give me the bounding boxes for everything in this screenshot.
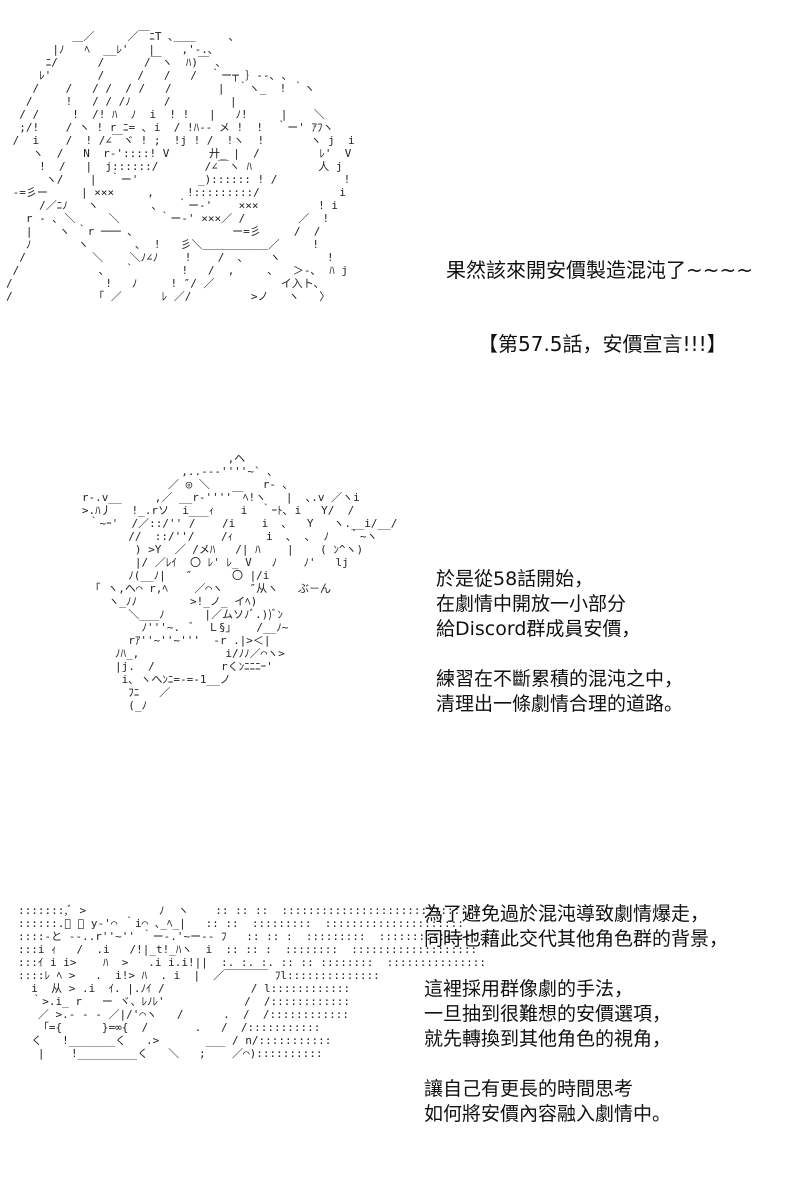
- panel3-p3-line2: 如何將安價內容融入劇情中。: [424, 1103, 672, 1125]
- panel2-text: 於是從58話開始， 在劇情中開放一小部分 給Discord群成員安價， 練習在不…: [436, 567, 683, 717]
- paragraph-gap: [424, 952, 728, 977]
- panel3-p2-line2: 一旦抽到很難想的安價選項，: [424, 1003, 672, 1025]
- paragraph-gap: [424, 1052, 728, 1077]
- panel3-ascii-art: :::::::,ﾞ > ﾉ ヽ :: :: :: :::::::::::::::…: [18, 904, 492, 1060]
- panel1-narration: 果然該來開安價製造混沌了~~~~: [446, 258, 754, 282]
- panel3-text: 為了避免過於混沌導致劇情爆走， 同時也藉此交代其他角色群的背景， 這裡採用群像劇…: [424, 902, 728, 1127]
- panel1-ascii-art: ＿／ ／￣ﾆT ､＿＿ ､ |ﾉ ﾍ __ﾚ' | ,'-.､ ﾆ/ / /￣ヽ…: [6, 30, 355, 303]
- panel2-p2-line2: 清理出一條劇情合理的道路。: [436, 693, 684, 715]
- panel1-chapter-title: 【第57.5話，安價宣言!!!】: [478, 332, 727, 356]
- panel2-p1-line2: 在劇情中開放一小部分: [436, 593, 627, 615]
- panel2-p1-line3: 給Discord群成員安價，: [436, 618, 641, 640]
- panel2-ascii-art: ,ヘ ,..--‐''''~` ､ ／ ◎ ＼ r‐ ､ r‐.v__ ,／ _…: [81, 452, 398, 712]
- panel2-p1-line1: 於是從58話開始，: [436, 568, 594, 590]
- panel3-p2-line3: 就先轉換到其他角色的視角，: [424, 1028, 672, 1050]
- panel3-p2-line1: 這裡採用群像劇的手法，: [424, 978, 634, 1000]
- panel3-p3-line1: 讓自己有更長的時間思考: [424, 1078, 634, 1100]
- paragraph-gap: [436, 642, 683, 667]
- panel3-p1-line2: 同時也藉此交代其他角色群的背景，: [424, 928, 729, 950]
- panel3-p1-line1: 為了避免過於混沌導致劇情爆走，: [424, 903, 710, 925]
- panel2-p2-line1: 練習在不斷累積的混沌之中，: [436, 668, 684, 690]
